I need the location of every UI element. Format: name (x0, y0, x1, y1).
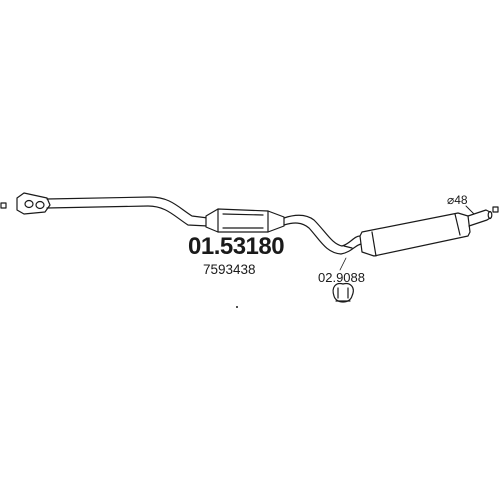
right-end-square-icon (492, 206, 499, 213)
rear-silencer-icon (359, 212, 471, 257)
catalytic-converter-icon (205, 208, 285, 233)
tail-pipe (467, 209, 493, 227)
left-end-square-icon (0, 202, 7, 209)
clamp-part-number-label: 02.9088 (318, 270, 365, 285)
inlet-flange-icon (16, 192, 51, 215)
exhaust-clamp-icon (332, 282, 354, 303)
oe-number-label: 7593438 (203, 262, 256, 277)
diameter-leader (465, 205, 475, 215)
outlet-diameter-label: ⌀48 (447, 193, 468, 207)
clamp-leader (339, 257, 347, 271)
part-number-label: 01.53180 (188, 233, 285, 260)
mid-pipe (283, 214, 367, 255)
front-pipe (46, 196, 209, 227)
reference-dot (236, 306, 238, 308)
